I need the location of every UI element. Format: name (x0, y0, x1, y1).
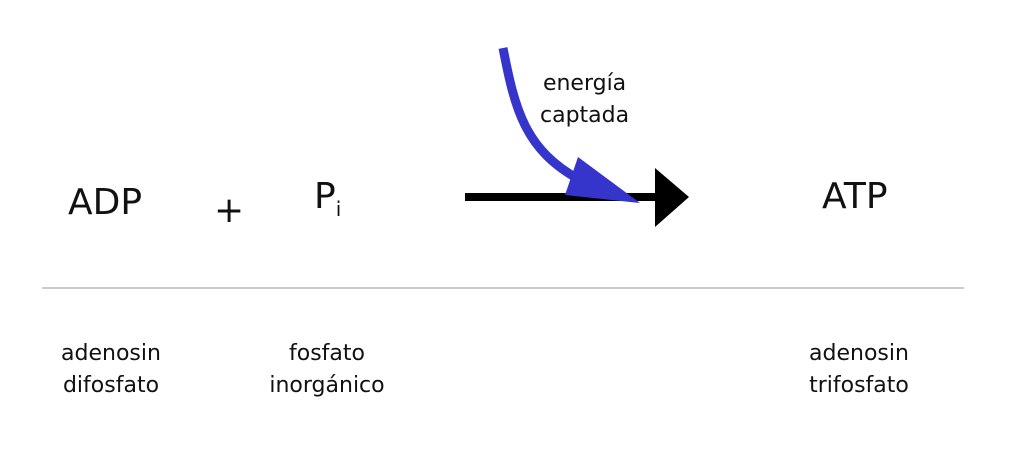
energy-arrow-curve (498, 47, 583, 184)
adp-description-line2: difosfato (62, 373, 160, 398)
atp-description-line1: adenosin (809, 341, 909, 366)
adp-description-line1: adenosin (61, 341, 161, 366)
pi-description-line2: inorgánico (269, 373, 385, 398)
pi-description: fosfato inorgánico (260, 338, 394, 402)
energy-label-line2: captada (540, 103, 630, 128)
reactant-adp: ADP (68, 182, 143, 223)
energy-label: energía captada (540, 68, 629, 132)
reactant-pi: Pi (314, 176, 341, 221)
phosphate-subscript: i (335, 197, 342, 222)
pi-description-line1: fosfato (289, 341, 365, 366)
reaction-arrowhead (655, 168, 689, 227)
adp-description: adenosin difosfato (54, 338, 168, 402)
energy-label-line1: energía (542, 71, 627, 96)
atp-description: adenosin trifosfato (800, 338, 918, 402)
atp-description-line2: trifosfato (809, 373, 909, 398)
product-atp: ATP (822, 176, 888, 217)
plus-sign: + (214, 190, 245, 231)
energy-arrowhead (565, 157, 640, 203)
phosphate-symbol: P (314, 176, 336, 217)
